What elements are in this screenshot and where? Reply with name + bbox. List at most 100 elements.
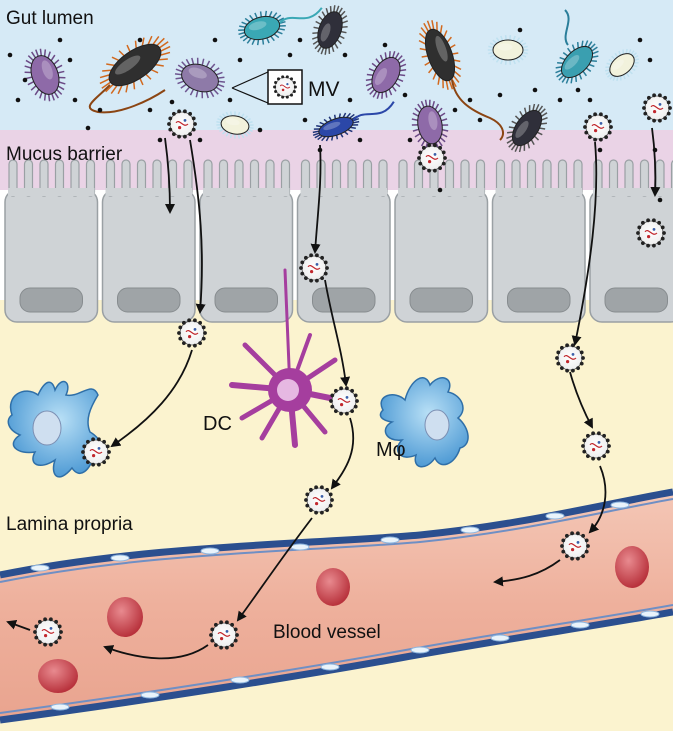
lumen-particle <box>407 137 413 143</box>
lumen-particle <box>437 187 443 193</box>
transport-arrow <box>650 127 661 197</box>
membrane-vesicle <box>304 485 334 515</box>
bacterium <box>506 103 548 153</box>
lumen-particles <box>7 27 663 203</box>
lumen-particle <box>302 117 308 123</box>
membrane-vesicle <box>33 617 63 647</box>
membrane-vesicle <box>581 431 611 461</box>
endothelial-nucleus <box>140 691 160 699</box>
lumen-particle <box>452 107 458 113</box>
bacterium <box>238 7 323 46</box>
red-blood-cell <box>615 546 649 588</box>
bacterium <box>174 57 226 99</box>
lumen-particle <box>85 125 91 131</box>
label-lamina-propria: Lamina propria <box>6 514 133 535</box>
epithelial-layer <box>4 159 673 323</box>
transport-arrow <box>164 137 175 214</box>
lumen-particle <box>197 137 203 143</box>
endothelial-nucleus <box>320 663 340 671</box>
endothelial-nucleus <box>230 676 250 684</box>
transport-arrow <box>571 141 598 346</box>
membrane-vesicles <box>33 93 672 650</box>
lumen-particle <box>382 42 388 48</box>
membrane-vesicle <box>177 318 207 348</box>
epithelial-cell <box>589 159 673 323</box>
lumen-particle <box>402 92 408 98</box>
lumen-particle <box>637 37 643 43</box>
transport-arrow <box>110 349 193 448</box>
vessel-wall-top <box>0 488 673 579</box>
lumen-particle <box>477 117 483 123</box>
red-blood-cell <box>38 659 78 693</box>
endothelial-nucleus <box>200 547 220 555</box>
lumen-particle <box>357 137 363 143</box>
membrane-vesicle <box>642 93 672 123</box>
epithelial-cell <box>296 159 391 323</box>
lumen-particle <box>287 52 293 58</box>
endothelial-nucleus <box>110 554 130 562</box>
endothelial-nucleus <box>610 501 630 509</box>
lumen-particle <box>137 37 143 43</box>
bacterium <box>604 48 640 82</box>
transport-arrows <box>6 127 661 660</box>
membrane-vesicle <box>167 109 197 139</box>
epithelial-cell <box>199 159 294 323</box>
transport-arrow <box>189 139 206 314</box>
bacterium <box>365 51 407 99</box>
endothelial-nucleus <box>30 564 50 572</box>
lumen-particle <box>517 27 523 33</box>
lumen-particle <box>467 97 473 103</box>
transport-arrow <box>493 559 561 587</box>
bacterium <box>487 35 529 65</box>
endothelial-nucleus <box>640 610 660 618</box>
bacterium <box>418 20 462 90</box>
lumen-particle <box>497 92 503 98</box>
lumen-particle <box>7 52 13 58</box>
membrane-vesicle <box>81 437 111 467</box>
red-blood-cell <box>316 568 350 606</box>
transport-arrow <box>236 517 313 622</box>
epithelial-cell <box>4 159 99 323</box>
lumen-particle <box>67 57 73 63</box>
vessel-lumen <box>0 492 673 720</box>
membrane-vesicle <box>555 343 585 373</box>
lumen-particle <box>97 107 103 113</box>
endothelial-nuclei <box>30 501 660 711</box>
endothelial-nucleus <box>460 526 480 534</box>
endothelial-nucleus <box>380 536 400 544</box>
epithelial-cell <box>491 159 586 323</box>
lumen-particle <box>147 107 153 113</box>
gut-bacteria <box>24 5 640 153</box>
membrane-vesicle <box>209 620 239 650</box>
bacterium <box>216 111 254 139</box>
mv-callout <box>231 69 303 105</box>
blood-vessel <box>0 488 673 724</box>
lumen-particle <box>297 37 303 43</box>
macrophage-right <box>379 377 469 468</box>
bacterium <box>312 5 348 55</box>
lumen-particle <box>597 147 603 153</box>
membrane-vesicle <box>299 253 329 283</box>
lumen-particle <box>347 97 353 103</box>
membrane-vesicle <box>273 75 297 99</box>
membrane-vesicle <box>329 386 359 416</box>
bacterium <box>99 35 171 95</box>
endothelial-nucleus <box>410 646 430 654</box>
membrane-vesicle <box>560 531 590 561</box>
lumen-particle <box>15 97 21 103</box>
lumen-particle <box>557 97 563 103</box>
lumen-particle <box>22 77 28 83</box>
lumen-particle <box>342 52 348 58</box>
lumen-particle <box>227 97 233 103</box>
membrane-vesicle <box>583 112 613 142</box>
transport-arrow <box>588 465 607 534</box>
membrane-vesicle <box>636 218 666 248</box>
label-blood-vessel: Blood vessel <box>273 622 381 643</box>
lumen-particle <box>657 197 663 203</box>
red-blood-cell <box>107 597 143 637</box>
dendritic-cell <box>229 268 343 448</box>
transport-arrow <box>324 279 351 387</box>
lumen-particle <box>169 99 175 105</box>
lumen-particle <box>647 57 653 63</box>
